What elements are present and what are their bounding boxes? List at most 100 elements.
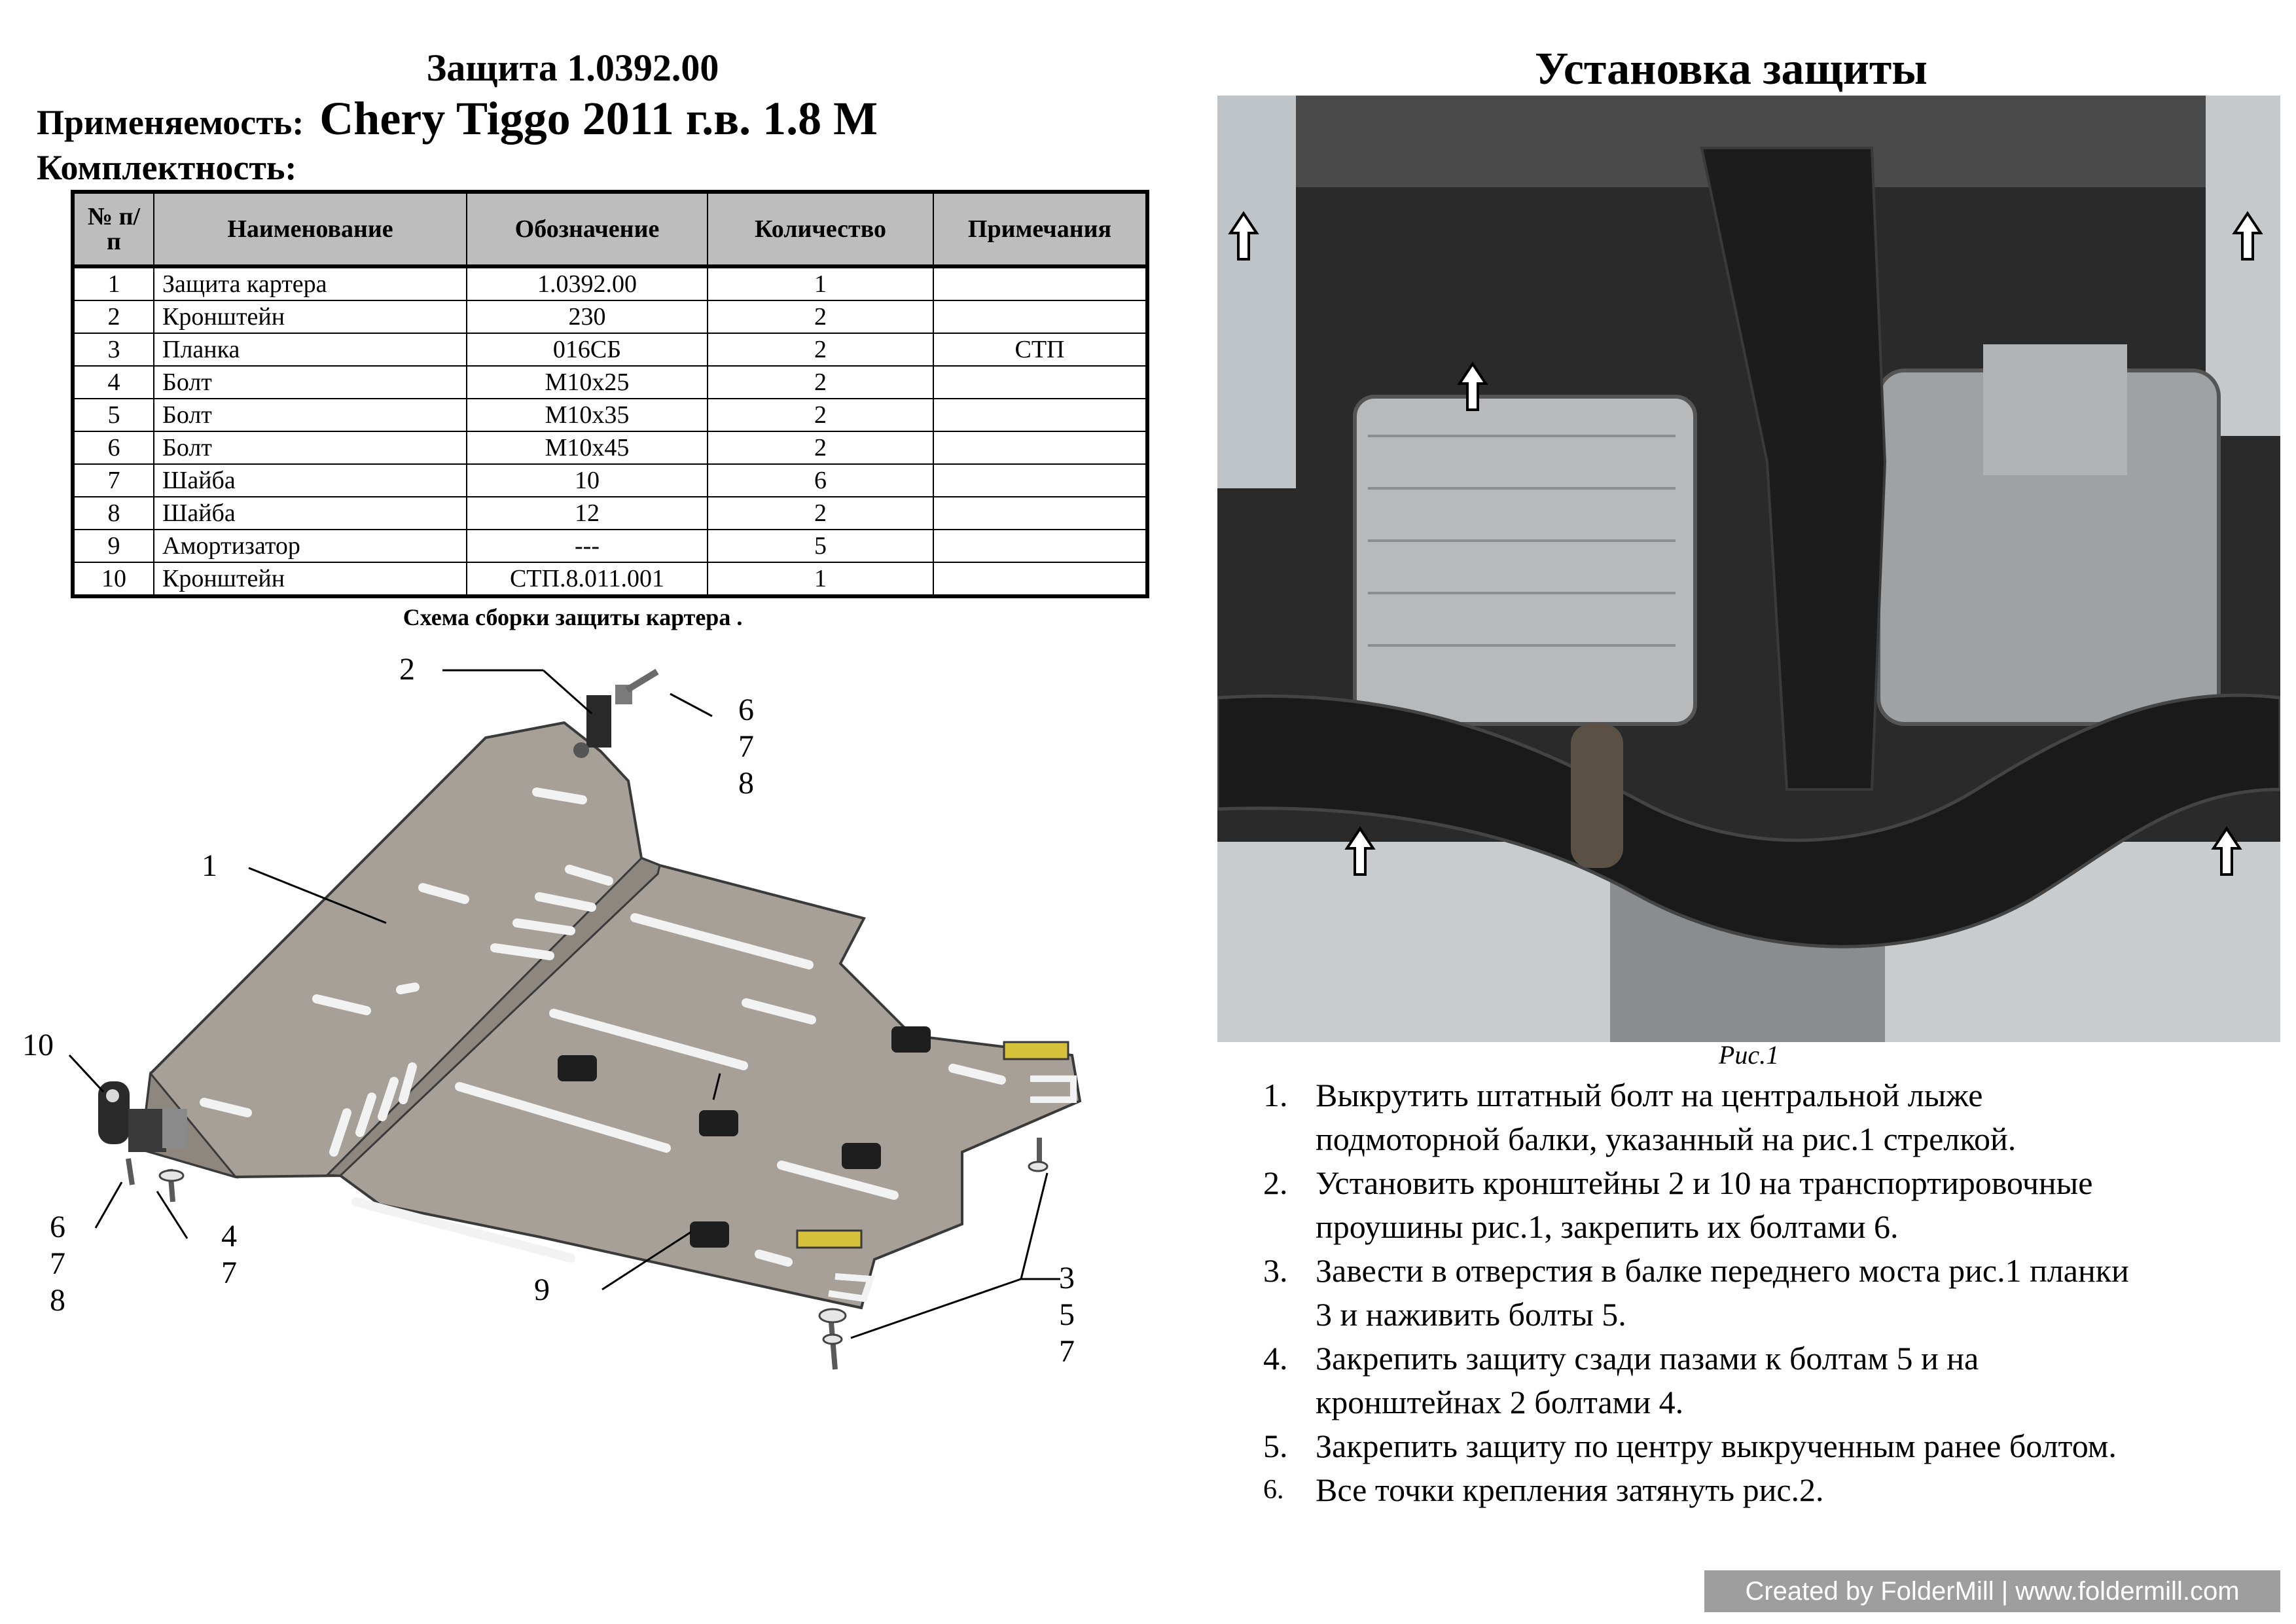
col-header-name: Наименование — [153, 191, 467, 268]
parts-table: № п/п Наименование Обозначение Количеств… — [71, 190, 1149, 598]
cell-qty: 2 — [707, 398, 934, 432]
cell-qty: 6 — [707, 463, 934, 497]
step-line: Завести в отверстия в балке переднего мо… — [1316, 1252, 2129, 1289]
cell-name: Кронштейн — [153, 561, 467, 598]
cell-code: 1.0392.00 — [466, 265, 708, 302]
callout-10: 10 — [22, 1028, 54, 1062]
col-header-num: № п/п — [72, 191, 154, 268]
step-number: 5. — [1263, 1428, 1288, 1464]
cell-name: Болт — [153, 365, 467, 399]
callout-1: 1 — [202, 848, 217, 883]
step-number: 1. — [1263, 1077, 1288, 1113]
step-line: подмоторной балки, указанный на рис.1 ст… — [1316, 1121, 2017, 1157]
step-4: 4. Закрепить защиту сзади пазами к болта… — [1263, 1337, 2271, 1424]
cell-num: 4 — [72, 365, 154, 399]
cell-code: СТП.8.011.001 — [466, 561, 708, 598]
callout-7-left: 7 — [50, 1246, 65, 1281]
cell-code: --- — [466, 528, 708, 563]
cell-qty: 2 — [707, 430, 934, 465]
step-1: 1. Выкрутить штатный болт на центральной… — [1263, 1074, 2271, 1161]
step-line: кронштейнах 2 болтами 4. — [1316, 1384, 1684, 1420]
cell-code: 12 — [466, 496, 708, 530]
cell-notes — [933, 463, 1148, 497]
cell-code: 10 — [466, 463, 708, 497]
cell-qty: 2 — [707, 496, 934, 530]
callout-8-top: 8 — [738, 766, 754, 801]
callout-3: 3 — [1059, 1261, 1075, 1295]
cell-num: 9 — [72, 528, 154, 563]
cell-name: Планка — [153, 333, 467, 367]
cell-qty: 1 — [707, 561, 934, 598]
cell-name: Амортизатор — [153, 528, 467, 563]
col-header-qty: Количество — [707, 191, 934, 268]
step-text: Установить кронштейны 2 и 10 на транспор… — [1316, 1161, 2271, 1249]
installation-title: Установка защиты — [1535, 44, 1928, 94]
cell-code: 016СБ — [466, 333, 708, 367]
applicability-value: Chery Tiggo 2011 г.в. 1.8 М — [319, 92, 878, 145]
leader-lines — [68, 669, 1060, 1339]
step-line: Закрепить защиту сзади пазами к болтам 5… — [1316, 1340, 1979, 1377]
installation-steps: 1. Выкрутить штатный болт на центральной… — [1263, 1074, 2271, 1512]
cell-name: Шайба — [153, 463, 467, 497]
cell-num: 3 — [72, 333, 154, 367]
step-line: Все точки крепления затянуть рис.2. — [1316, 1471, 1824, 1508]
cell-notes — [933, 561, 1148, 598]
applicability-label: Применяемость: — [37, 103, 304, 142]
step-text: Все точки крепления затянуть рис.2. — [1316, 1468, 2271, 1512]
cell-notes — [933, 365, 1148, 399]
kit-label: Комплектность: — [37, 148, 297, 187]
cell-notes — [933, 265, 1148, 302]
cell-notes — [933, 528, 1148, 563]
watermark-banner: Created by FolderMill | www.foldermill.c… — [1704, 1570, 2280, 1612]
cell-num: 6 — [72, 430, 154, 465]
cell-num: 8 — [72, 496, 154, 530]
cell-qty: 5 — [707, 528, 934, 563]
cell-qty: 1 — [707, 265, 934, 302]
parts-table-header-row: № п/п Наименование Обозначение Количеств… — [72, 191, 1148, 268]
cell-num: 10 — [72, 561, 154, 598]
cell-notes — [933, 430, 1148, 465]
step-line: Выкрутить штатный болт на центральной лы… — [1316, 1077, 1983, 1113]
step-text: Выкрутить штатный болт на центральной лы… — [1316, 1074, 2271, 1161]
cell-code: М10х25 — [466, 365, 708, 399]
underbody-photo — [1217, 96, 2280, 1042]
step-line: Закрепить защиту по центру выкрученным р… — [1316, 1428, 2117, 1464]
cell-name: Кронштейн — [153, 300, 467, 334]
cell-num: 5 — [72, 398, 154, 432]
cell-notes: СТП — [933, 333, 1148, 367]
cell-num: 2 — [72, 300, 154, 334]
cell-notes — [933, 496, 1148, 530]
assembly-diagram: 1 2 6 7 8 10 6 7 8 4 7 9 3 5 7 — [22, 652, 1082, 1370]
cell-code: М10х35 — [466, 398, 708, 432]
cell-qty: 2 — [707, 333, 934, 367]
cell-num: 1 — [72, 265, 154, 302]
callout-4: 4 — [221, 1219, 237, 1254]
step-6: 6. Все точки крепления затянуть рис.2. — [1263, 1468, 2271, 1512]
skid-plate-illustration — [98, 668, 1082, 1370]
step-text: Закрепить защиту сзади пазами к болтам 5… — [1316, 1337, 2271, 1424]
step-line: Установить кронштейны 2 и 10 на транспор… — [1316, 1164, 2093, 1201]
cell-notes — [933, 300, 1148, 334]
callout-6-top: 6 — [738, 693, 754, 727]
cell-notes — [933, 398, 1148, 432]
step-number: 6. — [1263, 1475, 1284, 1505]
cell-qty: 2 — [707, 300, 934, 334]
callout-6-left: 6 — [50, 1210, 65, 1244]
step-3: 3. Завести в отверстия в балке переднего… — [1263, 1249, 2271, 1337]
cell-num: 7 — [72, 463, 154, 497]
applicability-line: Применяемость: Chery Tiggo 2011 г.в. 1.8 … — [37, 92, 878, 146]
cell-name: Болт — [153, 430, 467, 465]
step-text: Закрепить защиту по центру выкрученным р… — [1316, 1424, 2271, 1468]
cell-name: Защита картера — [153, 265, 467, 302]
callout-7-mid: 7 — [221, 1255, 237, 1290]
cell-name: Шайба — [153, 496, 467, 530]
callout-7-top: 7 — [738, 729, 754, 764]
